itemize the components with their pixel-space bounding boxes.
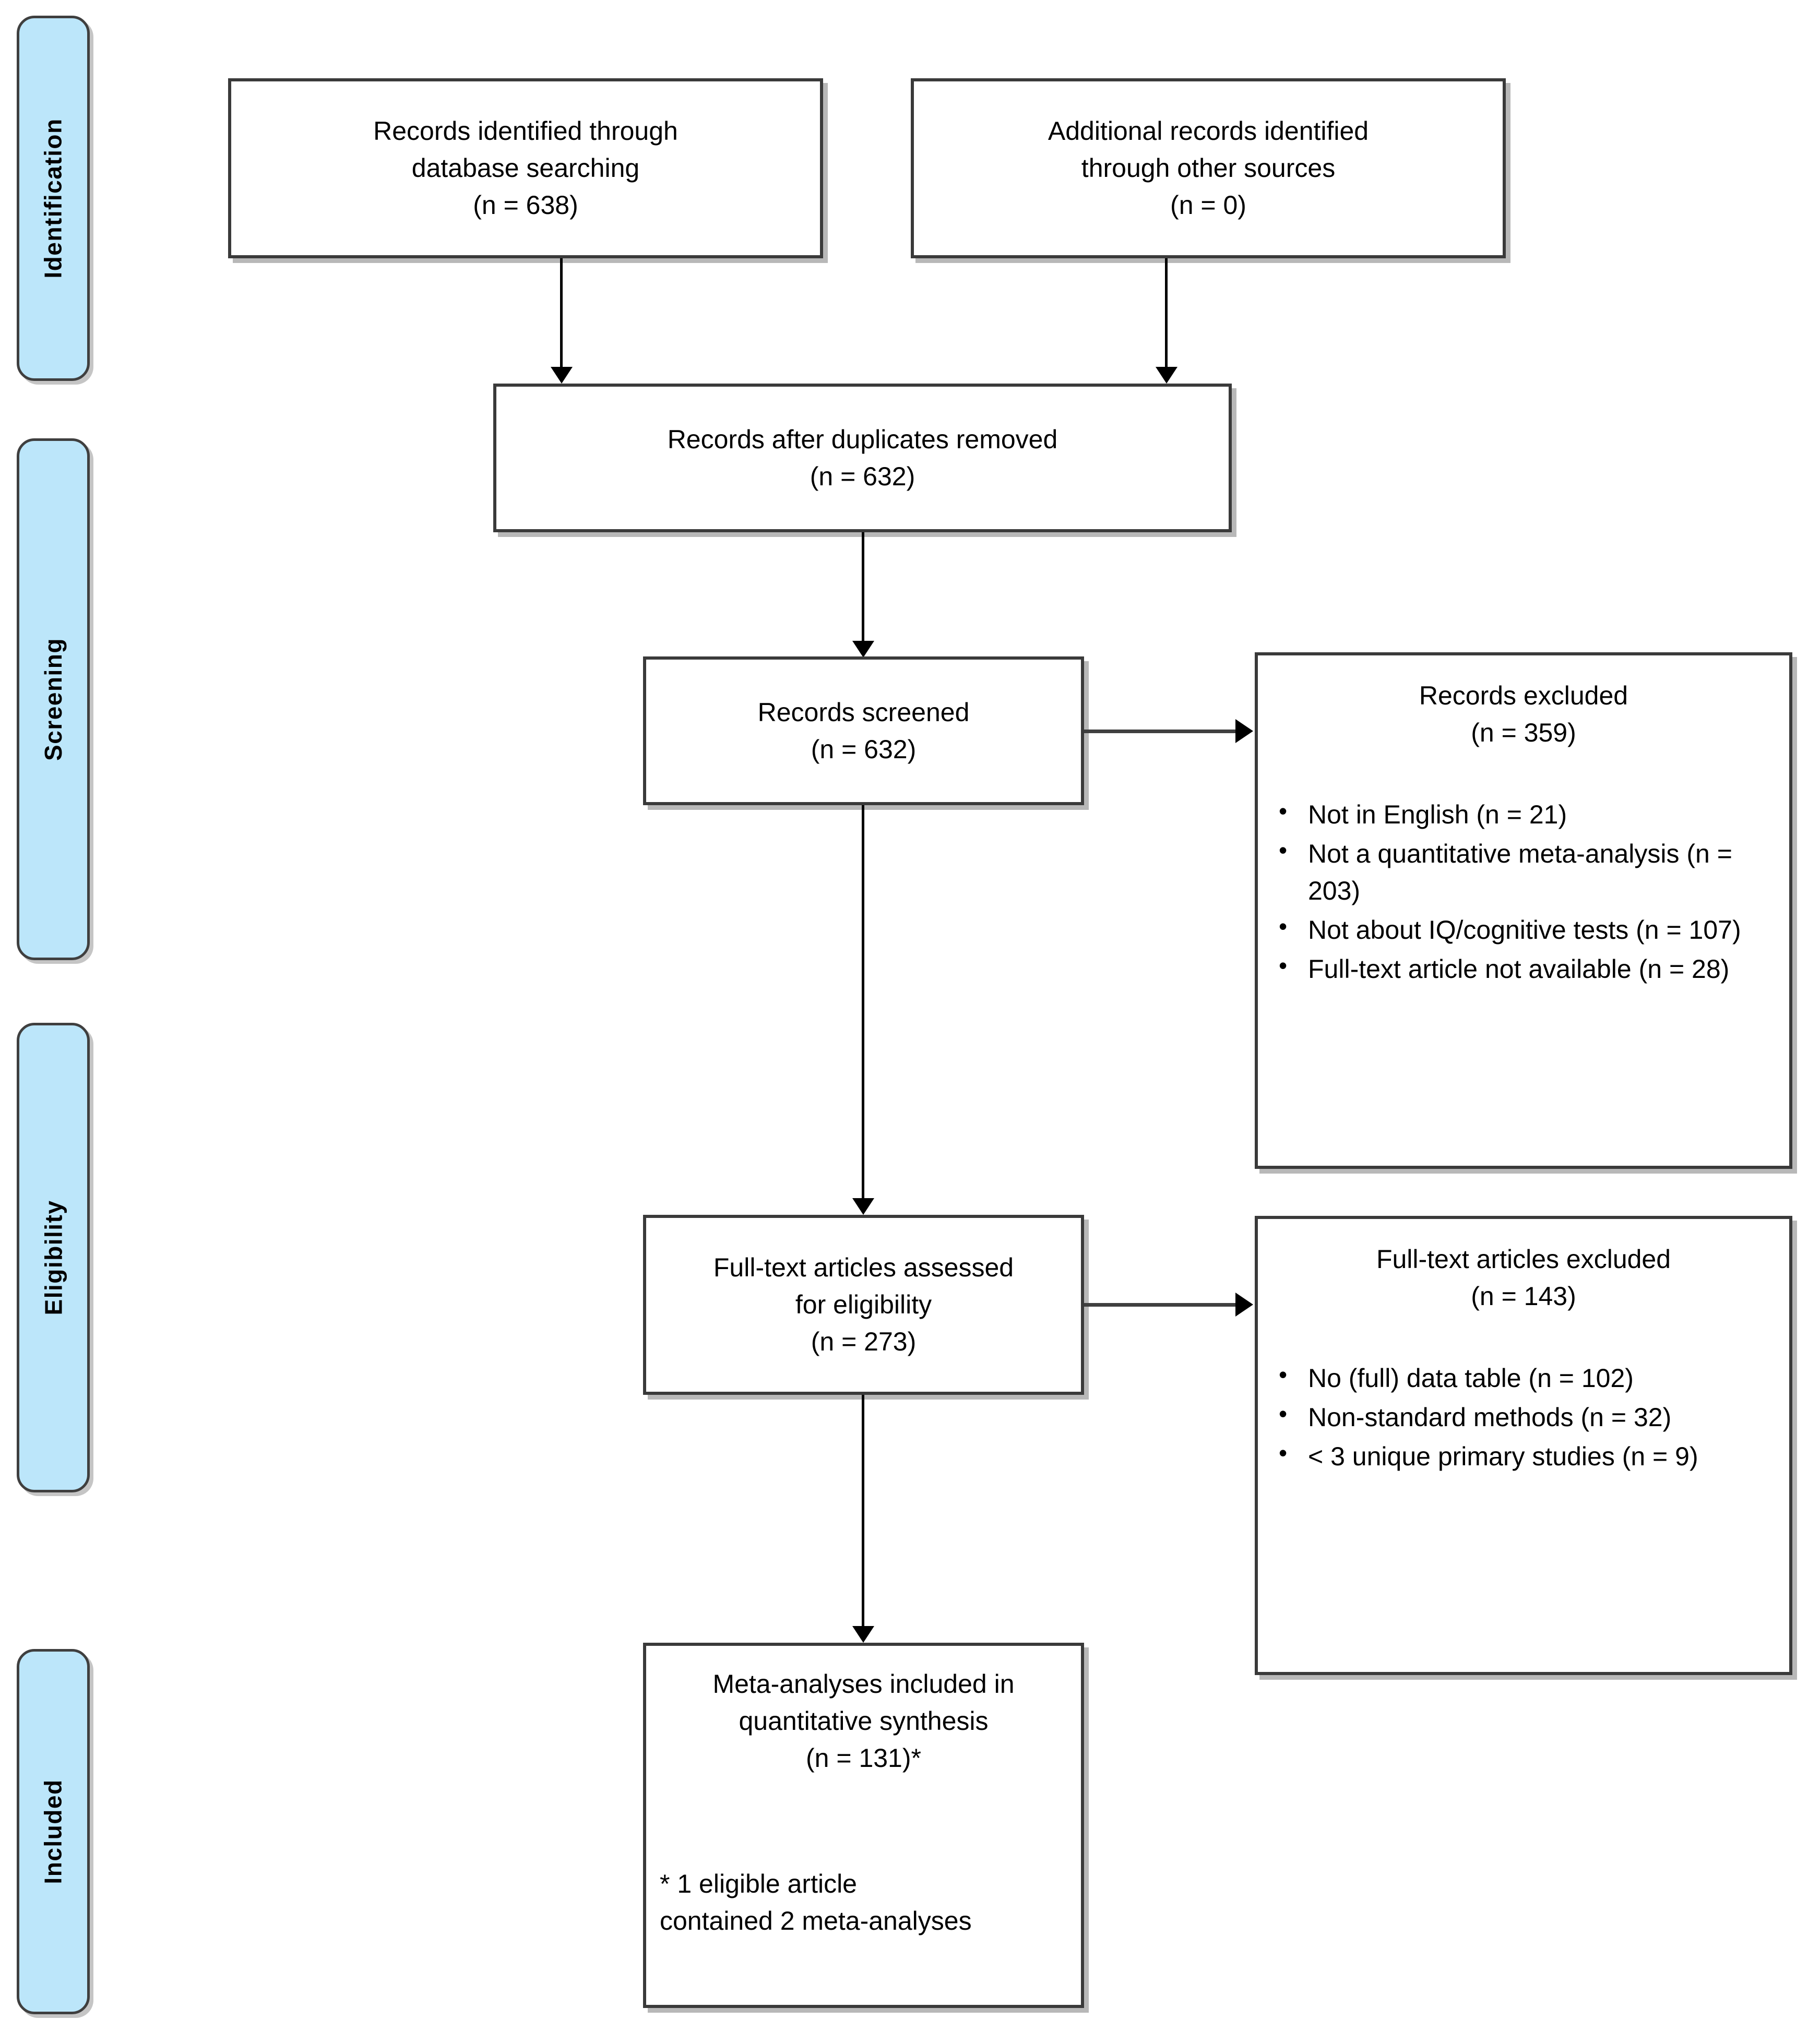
connector-othersources-to-duplicates <box>1165 258 1168 370</box>
box-text-group: Records identified through database sear… <box>245 113 806 224</box>
stage-label-eligibility: Eligibility <box>40 1200 67 1316</box>
list-item: Not in English (n = 21) <box>1271 794 1776 833</box>
list-item: No (full) data table (n = 102) <box>1271 1358 1776 1397</box>
box-text-group: Records screened (n = 632) <box>660 694 1067 768</box>
box-line: database searching <box>411 153 640 183</box>
box-line: Records screened <box>757 697 970 727</box>
box-records-excluded: Records excluded (n = 359) Not in Englis… <box>1255 652 1792 1169</box>
stage-pill-identification: Identification <box>17 16 90 381</box>
connector-screened-to-fulltext <box>862 805 864 1202</box>
list-item: Not about IQ/cognitive tests (n = 107) <box>1271 910 1776 949</box>
list-item: < 3 unique primary studies (n = 9) <box>1271 1436 1776 1475</box>
box-fulltext-articles-excluded: Full-text articles excluded (n = 143) No… <box>1255 1216 1792 1675</box>
stage-pill-eligibility: Eligibility <box>17 1023 90 1492</box>
box-text-group: Records excluded (n = 359) <box>1271 677 1776 751</box>
box-text-group: Full-text articles excluded (n = 143) <box>1271 1241 1776 1315</box>
box-line: quantitative synthesis <box>739 1706 989 1736</box>
stage-pill-screening: Screening <box>17 438 90 960</box>
box-text-group: Full-text articles assessed for eligibil… <box>660 1249 1067 1360</box>
box-additional-records-other-sources: Additional records identified through ot… <box>911 78 1506 258</box>
list-item: Non-standard methods (n = 32) <box>1271 1397 1776 1436</box>
list-item: Full-text article not available (n = 28) <box>1271 949 1776 988</box>
box-line: Additional records identified <box>1048 116 1369 146</box>
connector-fulltext-to-included <box>862 1395 864 1630</box>
box-line-count: (n = 632) <box>810 461 915 491</box>
stage-pill-included: Included <box>17 1649 90 2014</box>
connector-screened-to-excluded <box>1084 730 1235 733</box>
footnote-line: * 1 eligible article <box>660 1869 857 1898</box>
box-text-group: Records after duplicates removed (n = 63… <box>510 421 1215 495</box>
box-meta-analyses-included: Meta-analyses included in quantitative s… <box>643 1643 1084 2008</box>
box-line-count: (n = 359) <box>1471 718 1576 747</box>
box-text-group: Additional records identified through ot… <box>927 113 1489 224</box>
connector-database-to-duplicates <box>560 258 563 370</box>
list-item: Not a quantitative meta-analysis (n = 20… <box>1271 833 1776 910</box>
arrowhead-screened-to-fulltext <box>852 1198 874 1215</box>
box-line: for eligibility <box>795 1290 932 1319</box>
box-line: Records identified through <box>373 116 678 146</box>
arrowhead-database-to-duplicates <box>551 367 573 384</box>
box-line: Records after duplicates removed <box>667 424 1058 454</box>
connector-duplicates-to-screened <box>862 532 864 644</box>
box-line-count: (n = 273) <box>811 1327 917 1356</box>
arrowhead-othersources-to-duplicates <box>1156 367 1177 384</box>
box-fulltext-articles-assessed: Full-text articles assessed for eligibil… <box>643 1215 1084 1395</box>
records-excluded-reason-list: Not in English (n = 21) Not a quantitati… <box>1271 794 1776 990</box>
arrowhead-fulltext-to-excluded <box>1235 1293 1253 1317</box>
box-records-after-duplicates: Records after duplicates removed (n = 63… <box>493 384 1232 532</box>
box-line: Records excluded <box>1419 681 1628 710</box>
fulltext-excluded-reason-list: No (full) data table (n = 102) Non-stand… <box>1271 1358 1776 1477</box>
box-line: through other sources <box>1081 153 1336 183</box>
box-line-count: (n = 632) <box>811 734 917 764</box>
stage-label-included: Included <box>40 1779 67 1884</box>
arrowhead-fulltext-to-included <box>852 1626 874 1643</box>
box-records-screened: Records screened (n = 632) <box>643 656 1084 805</box>
arrowhead-duplicates-to-screened <box>852 641 874 658</box>
stage-label-screening: Screening <box>40 638 67 761</box>
box-records-identified-database: Records identified through database sear… <box>228 78 823 258</box>
box-line-count: (n = 143) <box>1471 1282 1576 1311</box>
footnote-line: contained 2 meta-analyses <box>660 1906 972 1935</box>
box-line-count: (n = 638) <box>473 190 578 220</box>
box-line: Full-text articles excluded <box>1376 1245 1671 1274</box>
connector-fulltext-to-excluded <box>1084 1303 1235 1307</box>
box-line: Meta-analyses included in <box>712 1669 1015 1699</box>
arrowhead-screened-to-excluded <box>1235 719 1253 743</box>
box-line-count: (n = 131)* <box>806 1743 921 1773</box>
stage-label-identification: Identification <box>40 118 67 279</box>
box-line-count: (n = 0) <box>1170 190 1246 220</box>
box-line: Full-text articles assessed <box>713 1253 1014 1282</box>
included-footnote: * 1 eligible article contained 2 meta-an… <box>660 1866 1067 1940</box>
box-text-group: Meta-analyses included in quantitative s… <box>660 1666 1067 1777</box>
